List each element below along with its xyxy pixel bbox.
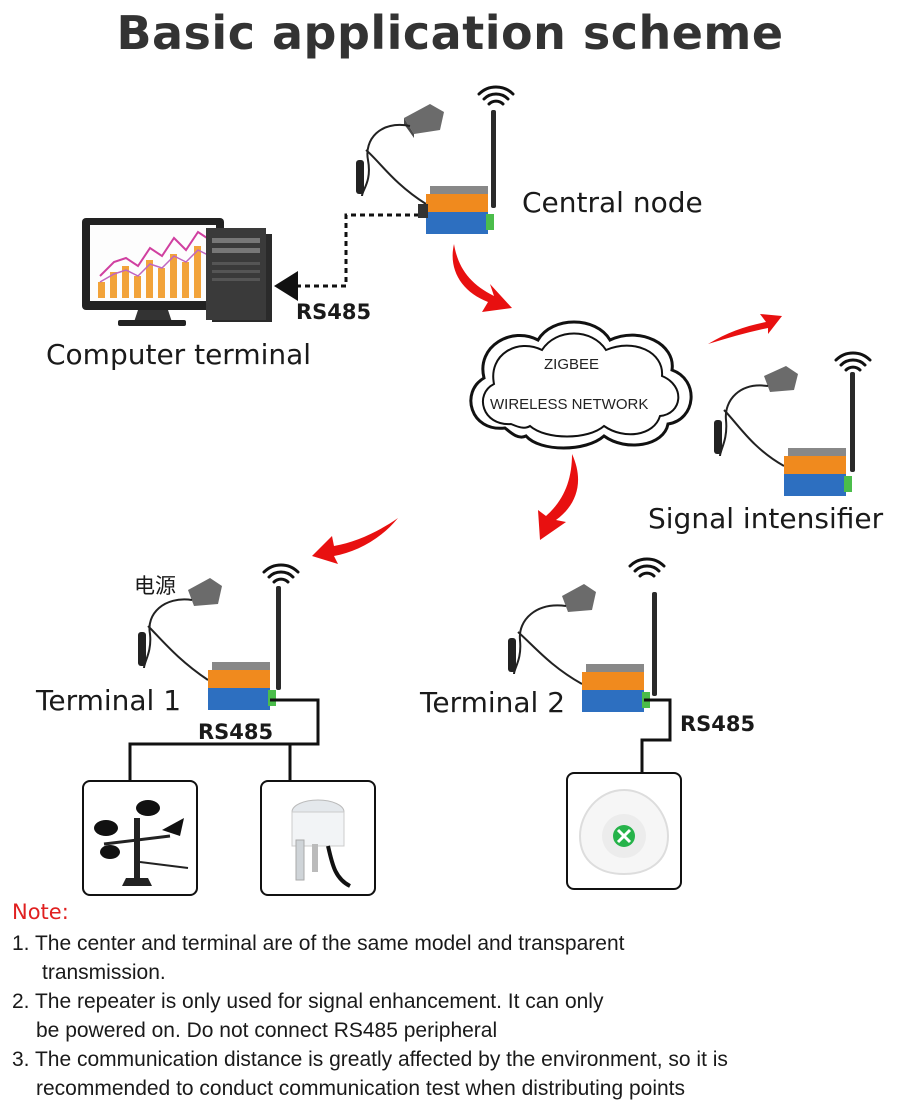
terminal1-device — [138, 563, 300, 710]
note-item-2-line2: be powered on. Do not connect RS485 peri… — [36, 1019, 498, 1042]
red-arrows — [312, 244, 782, 564]
note-item-3: 3. The communication distance is greatly… — [12, 1045, 728, 1103]
note-item-1: 1. The center and terminal are of the sa… — [12, 929, 624, 987]
anemometer-icon — [94, 800, 189, 886]
ceiling-sensor — [566, 772, 682, 890]
intensifier-device — [714, 351, 872, 496]
computer-terminal-label: Computer terminal — [46, 338, 312, 371]
rs485-computer-label: RS485 — [296, 300, 372, 324]
rs485-wiring-t2 — [640, 698, 672, 772]
terminal1-label: Terminal 1 — [36, 684, 182, 717]
note-item-2-line1: 2. The repeater is only used for signal … — [12, 990, 604, 1013]
note-heading: Note: — [12, 900, 69, 924]
rs485-wiring-t1 — [128, 698, 320, 780]
note-item-1-line2: transmission. — [42, 961, 166, 984]
cloud-line1: ZIGBEE — [544, 356, 600, 373]
terminal2-label: Terminal 2 — [420, 686, 566, 719]
terminal2-device — [508, 557, 666, 712]
power-label: 电源 — [134, 574, 176, 598]
note-item-2: 2. The repeater is only used for signal … — [12, 987, 603, 1045]
ceiling-sensor-icon — [578, 788, 670, 876]
computer-icon — [82, 218, 272, 326]
rs485-t1-label: RS485 — [198, 720, 274, 744]
light-sensor — [260, 780, 376, 896]
cloud-line2: WIRELESS NETWORK — [490, 396, 649, 413]
intensifier-label: Signal intensifier — [648, 502, 884, 535]
light-sensor-icon — [291, 799, 352, 888]
note-item-3-line1: 3. The communication distance is greatly… — [12, 1048, 728, 1071]
computer-link-dashed — [274, 213, 428, 301]
note-item-3-line2: recommended to conduct communication tes… — [36, 1077, 686, 1100]
anemometer-sensor — [82, 780, 198, 896]
rs485-t2-label: RS485 — [680, 712, 756, 736]
note-item-1-line1: 1. The center and terminal are of the sa… — [12, 932, 625, 955]
page-title: Basic application scheme — [116, 6, 784, 60]
zigbee-cloud — [469, 320, 693, 450]
central-node-label: Central node — [522, 186, 703, 219]
central-node-device — [356, 85, 515, 234]
